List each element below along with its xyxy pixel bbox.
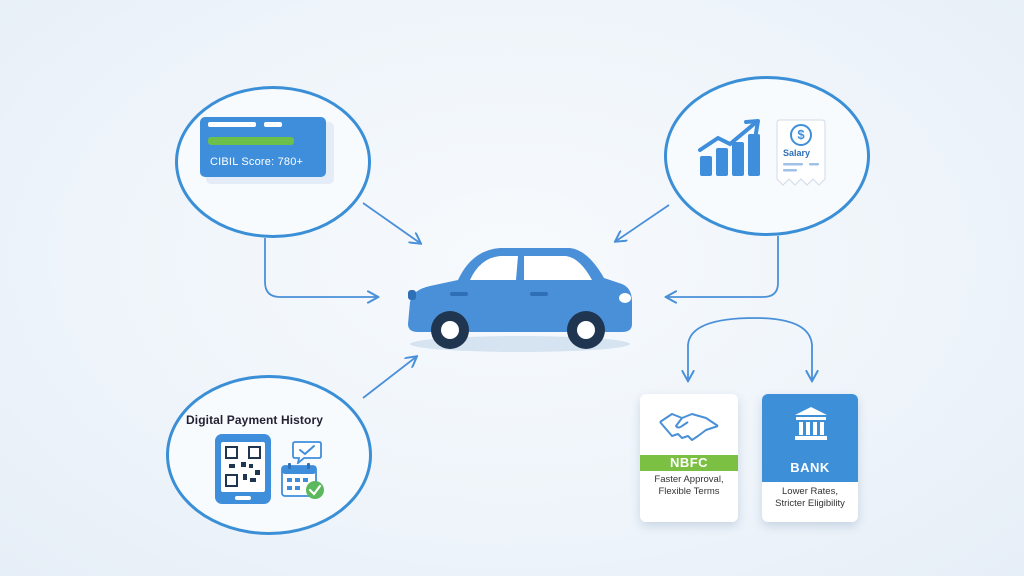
phone-qr-icon [215, 434, 271, 504]
bank-description: Lower Rates, Stricter Eligibility [775, 486, 845, 509]
credit-card-icon [200, 117, 334, 184]
arrow-payment-diagonal [362, 357, 416, 399]
salary-label: Salary [783, 148, 811, 158]
bank-title: BANK [790, 460, 830, 475]
car-icon [408, 248, 632, 352]
nbfc-description: Faster Approval, Flexible Terms [654, 474, 724, 497]
arrow-credit-diagonal [362, 202, 420, 243]
handshake-icon [659, 413, 719, 441]
income-circle [664, 76, 870, 236]
nbfc-title: NBFC [640, 455, 738, 471]
nbfc-card: NBFC Faster Approval, Flexible Terms [640, 394, 738, 522]
growth-chart-icon [698, 119, 760, 176]
bank-card: BANK Lower Rates, Stricter Eligibility [762, 394, 858, 522]
arrow-income-diagonal [616, 204, 670, 241]
bank-building-icon [795, 407, 827, 440]
salary-slip-icon [776, 119, 826, 186]
arrow-split-nbfc [688, 317, 756, 380]
chat-check-icon [292, 441, 322, 464]
arrow-income-elbow [667, 236, 779, 297]
dollar-symbol: $ [797, 127, 805, 142]
credit-score-label: CIBIL Score: 780+ [210, 156, 304, 168]
payment-history-title: Digital Payment History [186, 413, 324, 427]
calendar-check-icon [281, 463, 324, 499]
arrow-credit-elbow [264, 238, 377, 297]
arrow-split-bank [754, 317, 812, 380]
